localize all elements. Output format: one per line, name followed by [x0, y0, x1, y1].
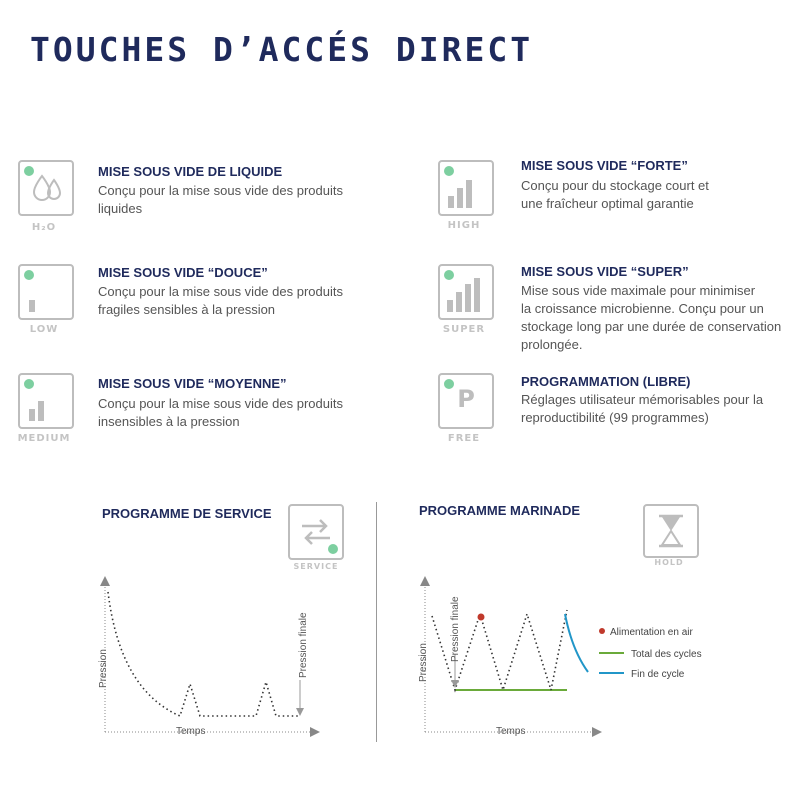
air-feed-marker — [477, 613, 485, 621]
key-label-free: FREE — [447, 433, 481, 444]
indicator-dot — [444, 270, 454, 280]
key-low[interactable] — [18, 264, 74, 320]
feature-desc-line1: Réglages utilisateur mémorisables pour l… — [521, 392, 764, 407]
indicator-dot — [24, 379, 34, 389]
annotation-arrow — [451, 680, 459, 688]
key-label-h2o: H₂O — [31, 222, 57, 233]
feature-desc-line4: prolongée. — [521, 337, 583, 352]
key-service[interactable] — [288, 504, 344, 560]
pressure-curve — [107, 591, 300, 718]
annotation-label: Pression finale — [298, 612, 309, 678]
feature-title: MISE SOUS VIDE DE LIQUIDE — [98, 164, 283, 179]
legend-air-label: Alimentation en air — [610, 627, 693, 638]
feature-desc-line2: insensibles à la pression — [98, 414, 240, 429]
hourglass-icon — [659, 514, 683, 548]
y-axis-arrow — [100, 576, 110, 586]
y-axis-label: Pression — [98, 649, 109, 688]
feature-title: MISE SOUS VIDE “SUPER” — [521, 264, 689, 279]
key-free[interactable]: P — [438, 373, 494, 429]
indicator-dot — [328, 544, 338, 554]
feature-desc-line1: Mise sous vide maximale pour minimiser — [521, 283, 756, 298]
feature-title: PROGRAMMATION (LIBRE) — [521, 374, 691, 389]
key-h2o[interactable] — [18, 160, 74, 216]
cycle-arrows-icon — [302, 519, 330, 545]
end-of-cycle-curve — [564, 613, 589, 673]
feature-desc-line2: liquides — [98, 201, 143, 216]
pressure-curve — [431, 609, 568, 693]
legend-total-label: Total des cycles — [631, 649, 702, 660]
indicator-dot — [24, 270, 34, 280]
feature-desc-line1: Conçu pour du stockage court et — [521, 178, 709, 193]
marinade-section-title: PROGRAMME MARINADE — [419, 503, 581, 518]
section-divider — [376, 502, 377, 742]
service-chart: Pression finale Pression Temps — [98, 576, 320, 737]
y-axis-arrow — [420, 576, 430, 586]
feature-desc-line1: Conçu pour la mise sous vide des produit… — [98, 284, 343, 299]
legend-air-marker — [599, 628, 605, 634]
water-drops-icon — [32, 174, 62, 201]
key-label-service: SERVICE — [293, 562, 339, 571]
marinade-chart: Pression finale Pression Temps — [418, 576, 602, 737]
indicator-dot — [444, 379, 454, 389]
key-super[interactable] — [438, 264, 494, 320]
marinade-legend: Alimentation en air Total des cycles Fin… — [599, 627, 702, 680]
key-label-super: SUPER — [442, 324, 486, 335]
key-high[interactable] — [438, 160, 494, 216]
feature-desc-line2: la croissance microbienne. Conçu pour un — [521, 301, 764, 316]
x-axis-arrow — [310, 727, 320, 737]
key-medium[interactable] — [18, 373, 74, 429]
x-axis-arrow — [592, 727, 602, 737]
indicator-dot — [444, 166, 454, 176]
feature-desc-line2: fragiles sensibles à la pression — [98, 302, 276, 317]
feature-title: MISE SOUS VIDE “MOYENNE” — [98, 376, 287, 391]
feature-desc-line1: Conçu pour la mise sous vide des produit… — [98, 396, 343, 411]
feature-title: MISE SOUS VIDE “DOUCE” — [98, 265, 268, 280]
feature-desc-line2: reproductibilité (99 programmes) — [521, 410, 709, 425]
key-label-high: HIGH — [447, 220, 481, 231]
x-axis-label: Temps — [496, 726, 525, 737]
indicator-dot — [24, 166, 34, 176]
key-label-medium: MEDIUM — [17, 433, 71, 444]
p-letter-icon: P — [457, 385, 475, 413]
key-label-low: LOW — [29, 324, 59, 335]
feature-desc-line2: une fraîcheur optimal garantie — [521, 196, 694, 211]
service-section-title: PROGRAMME DE SERVICE — [102, 506, 272, 521]
feature-desc-line3: stockage long par une durée de conservat… — [521, 319, 782, 334]
annotation-arrow — [296, 708, 304, 716]
feature-title: MISE SOUS VIDE “FORTE” — [521, 158, 688, 173]
annotation-label: Pression finale — [450, 596, 461, 662]
page-title: TOUCHES D’ACCÉS DIRECT — [30, 30, 534, 69]
key-label-hold: HOLD — [654, 558, 684, 567]
legend-end-label: Fin de cycle — [631, 669, 685, 680]
y-axis-label: Pression — [418, 643, 429, 682]
x-axis-label: Temps — [176, 726, 205, 737]
feature-desc-line1: Conçu pour la mise sous vide des produit… — [98, 183, 343, 198]
key-hold[interactable] — [643, 504, 699, 558]
